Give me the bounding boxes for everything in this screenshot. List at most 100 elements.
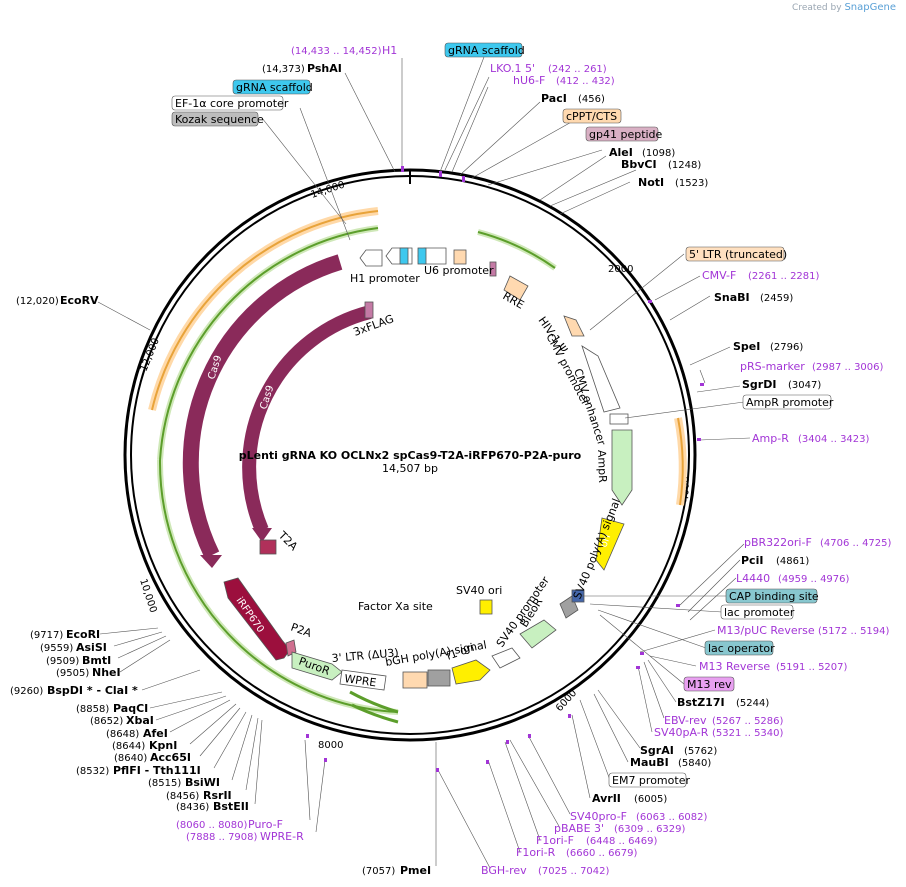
site-avrii-pos: (6005) (634, 794, 667, 805)
box-5ltr-label: 5' LTR (truncated) (689, 248, 787, 261)
site-bmti: BmtI (82, 654, 111, 667)
label-t2a: T2A (275, 528, 300, 553)
site-ecori-pos: (9717) (30, 630, 63, 641)
site-pshai-pos: (14,373) (262, 64, 305, 75)
primer-purof: Puro-F (248, 818, 283, 831)
orange-arc-right (677, 417, 684, 506)
label-sv40-ori: SV40 ori (456, 584, 502, 597)
site-spei-pos: (2796) (770, 342, 803, 353)
site-ecorv-pos: (12,020) (16, 296, 59, 307)
primer-f1f: F1ori-F (536, 834, 574, 847)
plasmid-name: pLenti gRNA KO OCLNx2 spCas9-T2A-iRFP670… (239, 449, 582, 462)
primer-m13puc-pos: (5172 .. 5194) (818, 626, 890, 637)
box-kozak-label: Kozak sequence (175, 113, 264, 126)
label-u6-promoter: U6 promoter (424, 264, 494, 277)
site-paci: PacI (541, 92, 567, 105)
site-avrii: AvrII (592, 792, 621, 805)
site-bsiwi-pos: (8515) (148, 778, 181, 789)
primer-purof-pos: (8060 .. 8080) (176, 820, 248, 831)
primer-hu6-pos: (412 .. 432) (556, 76, 615, 87)
factorxa-block (427, 669, 451, 687)
primer-pbr-pos: (4706 .. 4725) (820, 538, 892, 549)
rre-block (503, 275, 529, 301)
label-sv40-polya: SV40 poly(A) signal (571, 497, 623, 601)
f1ori-arrow (451, 659, 491, 685)
site-alei-pos: (1098) (642, 148, 675, 159)
site-xbai-pos: (8652) (90, 716, 123, 727)
site-bsteii: BstEII (213, 800, 249, 813)
site-bbvci: BbvCI (621, 158, 657, 171)
box-m13-rev: M13 rev (683, 676, 735, 692)
site-bspdi: BspDI * - ClaI * (47, 684, 138, 697)
wpre-block (339, 669, 387, 691)
cas9-arc-outer (182, 254, 343, 559)
label-ampr: AmpR (595, 450, 609, 484)
primer-h1-pos: (14,433 .. 14,452) (291, 46, 382, 57)
label-h1-promoter: H1 promoter (350, 272, 420, 285)
site-pmei-pos: (7057) (362, 866, 395, 877)
box-grna-scaffold-2: gRNA scaffold (232, 79, 313, 95)
site-sgrai-pos: (5762) (684, 746, 717, 757)
leader-lines (97, 56, 751, 869)
site-nhei: NheI (92, 666, 121, 679)
primer-m13puc: M13/pUC Reverse (717, 624, 815, 637)
grna1-block (399, 247, 409, 265)
primer-sv40pro-pos: (6063 .. 6082) (636, 812, 708, 823)
box-ef1a-label: EF-1α core promoter (175, 97, 289, 110)
box-gp41: gp41 peptide (585, 126, 663, 142)
site-bsteii-pos: (8436) (176, 802, 209, 813)
site-acc65i: Acc65I (150, 751, 191, 764)
orange-arc-left (151, 210, 379, 411)
backbone-outer (123, 168, 697, 742)
primer-pbabe: pBABE 3' (554, 822, 604, 835)
site-pcii-pos: (4861) (776, 556, 809, 567)
label-ltr3: 3' LTR (ΔU3) (331, 646, 399, 665)
box-grna2-label: gRNA scaffold (236, 81, 313, 94)
primer-sv40pro: SV40pro-F (570, 810, 627, 823)
green-arc-bottom-1 (349, 690, 399, 714)
label-wpre: WPRE (344, 672, 378, 689)
primer-pbr: pBR322ori-F (744, 536, 812, 549)
snapgene-logo: SnapGene (844, 2, 896, 13)
snapgene-credit: Created by SnapGene (792, 2, 896, 13)
site-snabi: SnaBI (714, 291, 750, 304)
site-afei-pos: (8648) (106, 729, 139, 740)
box-grna-scaffold-1: gRNA scaffold (444, 42, 525, 58)
box-em7-label: EM7 promoter (612, 774, 690, 787)
site-ecori: EcoRI (66, 628, 100, 641)
flag-block (364, 301, 374, 319)
primer-lko-pos: (242 .. 261) (548, 64, 607, 75)
site-pcii: PciI (741, 554, 763, 567)
primer-ampr: Amp-R (752, 432, 789, 445)
primer-hu6: hU6-F (513, 74, 545, 87)
site-kpni-pos: (8644) (112, 741, 145, 752)
site-snabi-pos: (2459) (760, 293, 793, 304)
site-paqci-pos: (8858) (76, 704, 109, 715)
sv40ori-block (479, 599, 493, 615)
cas9-arrow-outer (200, 555, 222, 568)
site-spei: SpeI (733, 340, 760, 353)
box-cppt-label: cPPT/CTS (566, 110, 617, 123)
site-paqci: PaqCI (113, 702, 148, 715)
primer-bgh: BGH-rev (481, 864, 527, 877)
site-alei: AleI (609, 146, 633, 159)
site-bstz17i-pos: (5244) (736, 698, 769, 709)
site-bsiwi: BsiWI (185, 776, 220, 789)
box-m13rev-label: M13 rev (687, 678, 732, 691)
site-paci-pos: (456) (578, 94, 605, 105)
box-kozak: Kozak sequence (171, 111, 264, 127)
primer-ebv-pos: (5267 .. 5286) (712, 716, 784, 727)
primer-wprer: WPRE-R (260, 830, 304, 843)
site-sgrai: SgrAI (640, 744, 674, 757)
site-pshai: PshAI (307, 62, 342, 75)
plasmid-size: 14,507 bp (382, 462, 438, 475)
site-afei: AfeI (143, 727, 168, 740)
box-lacpro-label: lac promoter (724, 606, 795, 619)
box-em7: EM7 promoter (608, 772, 690, 788)
primer-prs: pRS-marker (740, 360, 805, 373)
ltr3-block (402, 671, 428, 689)
site-bstz17i: BstZ17I (677, 696, 725, 709)
cas9-arrow-inner (252, 528, 272, 542)
site-xbai: XbaI (126, 714, 154, 727)
